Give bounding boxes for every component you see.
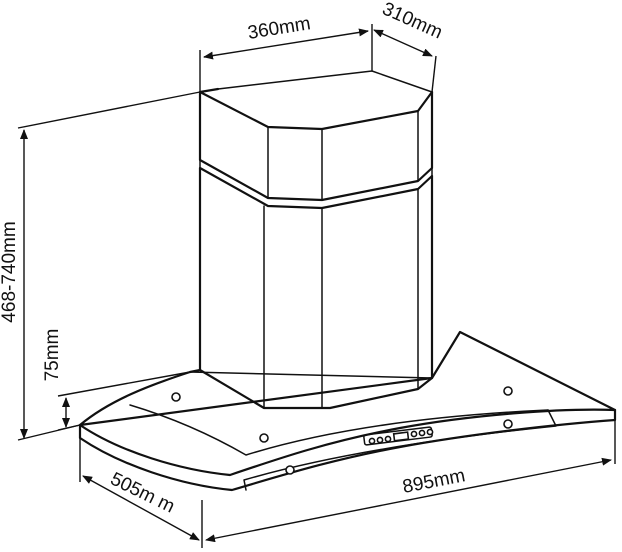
screw-5 (285, 465, 295, 475)
screw-1 (171, 392, 181, 402)
chimney (198, 70, 434, 410)
chimney-top-back-edge (217, 70, 433, 93)
chimney-top-rim (198, 87, 434, 131)
control-button-6 (426, 428, 434, 436)
control-button-5 (418, 429, 426, 437)
control-display (392, 431, 410, 442)
total-height-label: 468-740mm (0, 221, 20, 322)
dimension-chimney-depth: 310mm (373, 0, 445, 93)
hood-canopy (78, 330, 617, 492)
screw-3 (503, 386, 513, 396)
chimney-joint (199, 159, 433, 177)
hood-depth-label: 505m m (107, 469, 178, 518)
canopy-glass-curve (129, 404, 549, 456)
chimney-lower-section (198, 166, 434, 410)
canopy-front-lip (78, 408, 617, 492)
dimension-chimney-width: 360mm (199, 13, 373, 92)
canopy-back-edge (189, 371, 433, 379)
control-buttons (368, 428, 434, 445)
chimney-width-label: 360mm (246, 13, 312, 44)
control-button-2 (376, 436, 384, 444)
chimney-upper-section (198, 90, 434, 202)
dimension-hood-depth: 505m m (79, 438, 203, 548)
control-button-3 (384, 435, 392, 443)
control-button-1 (368, 437, 376, 445)
control-button-4 (410, 430, 418, 438)
dimension-canopy-height: 75mm (42, 329, 191, 431)
screw-4 (503, 419, 513, 429)
hood-width-label: 895mm (401, 465, 467, 498)
chimney-upper-creases (267, 110, 419, 201)
canopy-top-surface (78, 330, 617, 477)
screw-2 (259, 433, 269, 443)
canopy-height-label: 75mm (42, 329, 63, 382)
